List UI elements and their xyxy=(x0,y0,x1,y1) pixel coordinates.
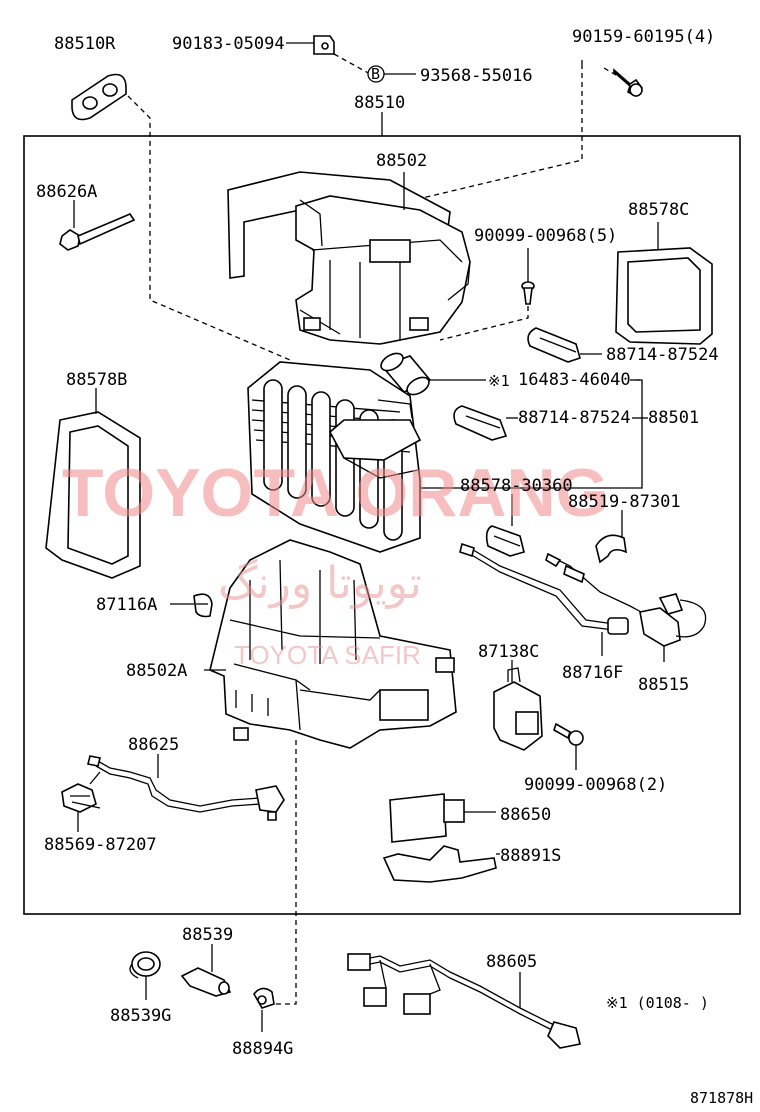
spacer-88578-30360[interactable] xyxy=(485,525,525,557)
sensor-harness-88625[interactable] xyxy=(87,755,285,821)
label-93568: 93568-55016 xyxy=(420,66,533,86)
sensor-88515[interactable] xyxy=(545,552,707,647)
lower-case-88502A[interactable] xyxy=(209,539,457,749)
thermistor-88716F[interactable] xyxy=(459,542,629,635)
label-88510R: 88510R xyxy=(54,34,116,54)
label-88501: 88501 xyxy=(648,408,699,428)
watermark-main: TOYOTA ORANG xyxy=(62,455,609,531)
label-88625: 88625 xyxy=(128,735,179,755)
resistor-87138C[interactable] xyxy=(493,667,543,751)
label-88502A: 88502A xyxy=(126,661,187,681)
figure-code: 871878H xyxy=(690,1089,753,1107)
screw-90099-5[interactable] xyxy=(521,281,535,305)
label-87116A: 87116A xyxy=(96,595,157,615)
label-88894G: 88894G xyxy=(232,1039,293,1059)
label-90159: 90159-60195(4) xyxy=(572,27,715,47)
label-88716F: 88716F xyxy=(562,663,623,683)
label-88714-lower: 88714-87524 xyxy=(518,408,631,428)
label-88578-30360: 88578-30360 xyxy=(460,476,573,496)
label-88519: 88519-87301 xyxy=(568,492,681,512)
label-note1: ※1 xyxy=(488,372,510,390)
label-88515: 88515 xyxy=(638,675,689,695)
seal-88578B[interactable] xyxy=(45,411,141,579)
footnote-1: ※1 (0108- ) xyxy=(606,994,709,1012)
screw-90159[interactable] xyxy=(613,68,643,98)
clip-90183[interactable] xyxy=(313,35,335,55)
evaporator-88501[interactable] xyxy=(247,361,422,553)
clip-88519[interactable] xyxy=(595,534,627,564)
label-88502: 88502 xyxy=(376,151,427,171)
clip-87116A[interactable] xyxy=(193,593,213,618)
label-90099-5: 90099-00968(5) xyxy=(474,226,617,246)
watermark-sub: TOYOTA SAFIR xyxy=(234,640,421,670)
label-88714-upper: 88714-87524 xyxy=(606,345,719,365)
label-88650: 88650 xyxy=(500,805,551,825)
label-88569: 88569-87207 xyxy=(44,835,157,855)
label-88626A: 88626A xyxy=(36,182,97,202)
wire-harness-88605[interactable] xyxy=(347,953,581,1049)
label-88605: 88605 xyxy=(486,952,537,972)
expansion-valve-16483[interactable] xyxy=(378,350,432,398)
pin-88539[interactable] xyxy=(180,967,232,997)
seal-88578C[interactable] xyxy=(615,247,713,345)
screw-90099-2[interactable] xyxy=(553,722,584,746)
clip-88714-lower[interactable] xyxy=(453,405,508,441)
label-88891S: 88891S xyxy=(500,846,561,866)
label-b-mark: B xyxy=(371,65,380,83)
amplifier-88650[interactable] xyxy=(389,793,465,843)
label-88539G: 88539G xyxy=(110,1006,171,1026)
label-88578C: 88578C xyxy=(628,200,689,220)
bracket-88891S[interactable] xyxy=(382,845,497,883)
clip-88894G[interactable] xyxy=(253,987,275,1009)
label-87138C: 87138C xyxy=(478,642,539,662)
upper-case-88502[interactable] xyxy=(227,171,471,345)
label-88578B: 88578B xyxy=(66,370,127,390)
clip-88714-upper[interactable] xyxy=(527,327,581,363)
clamp-88626A[interactable] xyxy=(59,213,136,251)
grommet-88539G[interactable] xyxy=(129,951,161,979)
label-16483: 16483-46040 xyxy=(518,370,631,390)
watermark-arabic: تويوتا ورنگ xyxy=(218,558,422,609)
label-88510: 88510 xyxy=(354,93,405,113)
grommet-88510R[interactable] xyxy=(71,73,127,121)
label-90099-2: 90099-00968(2) xyxy=(524,775,667,795)
clamp-88569[interactable] xyxy=(61,771,101,813)
label-88539: 88539 xyxy=(182,925,233,945)
label-90183: 90183-05094 xyxy=(172,34,285,54)
